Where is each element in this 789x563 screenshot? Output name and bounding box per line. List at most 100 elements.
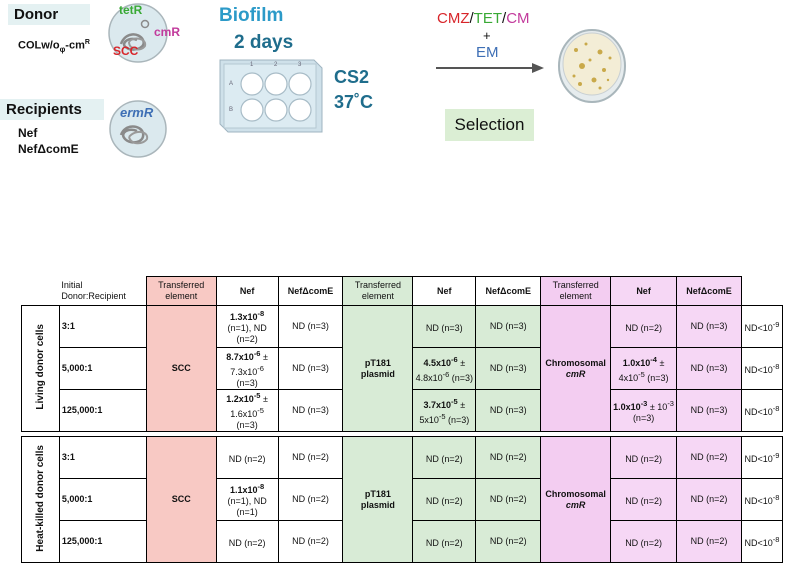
scc-gene-label: SCC xyxy=(113,44,139,58)
value-cell: 1.0x10-3 ± 10-3 (n=3) xyxy=(610,389,677,432)
ermr-gene-label: ermR xyxy=(120,105,154,120)
value-cell: ND (n=2) xyxy=(215,436,279,479)
cmz-label: CMZ xyxy=(437,10,470,27)
value-cell: ND (n=2) xyxy=(277,436,344,479)
ratio-cell: 3:1 xyxy=(58,305,147,348)
value-cell: ND (n=2) xyxy=(610,305,677,348)
header-element-1: Transferred element xyxy=(145,276,217,306)
ratio-cell: 5,000:1 xyxy=(58,347,147,390)
value-cell: ND (n=3) xyxy=(277,305,344,348)
plate-col-3: 3 xyxy=(298,62,302,68)
value-cell: 1.2x10-5 ± 1.6x10-5 (n=3) xyxy=(215,389,279,432)
header-row: Initial Donor:Recipient Transferred elem… xyxy=(22,276,783,306)
value-cell: ND (n=2) xyxy=(676,478,742,521)
value-cell: 8.7x10-6 ± 7.3x10-6 (n=3) xyxy=(215,347,279,390)
plate-col-1: 1 xyxy=(250,62,254,68)
donor-cell-icon xyxy=(108,3,168,63)
element-scc: SCC xyxy=(145,305,217,432)
value-cell: ND (n=2) xyxy=(412,520,477,563)
petri-dish-icon xyxy=(558,29,626,103)
value-cell: ND (n=2) xyxy=(610,478,677,521)
value-cell: 3.7x10-5 ± 5x10-5 (n=3) xyxy=(412,389,477,432)
tet-label: TET xyxy=(473,10,503,27)
value-cell: ND (n=2) xyxy=(475,478,542,521)
ratio-cell: 125,000:1 xyxy=(58,520,147,563)
detection-limit-cell: ND<10-8 xyxy=(740,389,784,432)
value-cell: ND (n=2) xyxy=(475,436,542,479)
plus-sign: + xyxy=(483,28,491,43)
value-cell: ND (n=3) xyxy=(475,347,542,390)
recipient-strain-nef: Nef xyxy=(18,126,38,140)
value-cell: ND (n=3) xyxy=(676,347,742,390)
value-cell: 4.5x10-6 ± 4.8x10-6 (n=3) xyxy=(412,347,477,390)
header-element-3: Transferred element xyxy=(540,276,612,306)
donor-label: Donor xyxy=(8,4,90,25)
value-cell: ND (n=2) xyxy=(215,520,279,563)
value-cell: ND (n=3) xyxy=(475,389,542,432)
value-cell: ND (n=2) xyxy=(412,478,477,521)
cmr-gene-label: cmR xyxy=(154,25,181,39)
detection-limit-cell: ND<10-9 xyxy=(740,305,784,348)
header-nefcome-2: NefΔcomE xyxy=(475,276,542,306)
value-cell: ND (n=3) xyxy=(676,389,742,432)
header-initial-ratio: Initial Donor:Recipient xyxy=(59,276,147,306)
header-nef-3: Nef xyxy=(610,276,677,306)
header-element-2: Transferred element xyxy=(342,276,414,306)
biofilm-duration: 2 days xyxy=(234,32,294,53)
detection-limit-cell: ND<10-8 xyxy=(740,347,784,390)
value-cell: ND (n=2) xyxy=(676,436,742,479)
value-cell: ND (n=2) xyxy=(475,520,542,563)
value-cell: ND (n=3) xyxy=(475,305,542,348)
value-cell: 1.1x10-8 (n=1), ND (n=1) xyxy=(215,478,279,521)
well-plate-icon xyxy=(219,59,323,133)
header-nef-2: Nef xyxy=(412,276,477,306)
section-title: Living donor cells xyxy=(34,324,46,410)
biofilm-title: Biofilm xyxy=(219,5,284,26)
value-cell: ND (n=3) xyxy=(412,305,477,348)
value-cell: ND (n=2) xyxy=(277,520,344,563)
donor-strain: COLw/oφ-cmR xyxy=(18,39,90,54)
detection-limit-cell: ND<10-8 xyxy=(740,478,784,521)
antibiotic-line: CMZ/TET/CM xyxy=(437,10,530,27)
detection-limit-cell: ND<10-9 xyxy=(740,436,784,479)
medium-label: CS2 xyxy=(334,67,370,87)
value-cell: 1.0x10-4 ± 4x10-5 (n=3) xyxy=(610,347,677,390)
plate-col-2: 2 xyxy=(274,62,278,68)
section-title-cell: Heat-killed donor cells xyxy=(21,436,60,563)
cm-label: CM xyxy=(506,10,530,27)
value-cell: ND (n=2) xyxy=(277,478,344,521)
tetr-gene-label: tetR xyxy=(119,3,143,17)
value-cell: ND (n=2) xyxy=(610,520,677,563)
value-cell: ND (n=3) xyxy=(676,305,742,348)
temperature-label: 37˚C xyxy=(334,92,374,112)
header-nef-1: Nef xyxy=(215,276,279,306)
value-cell: ND (n=3) xyxy=(277,389,344,432)
em-label: EM xyxy=(476,44,499,61)
header-nefcome-3: NefΔcomE xyxy=(676,276,742,306)
ratio-cell: 3:1 xyxy=(58,436,147,479)
plate-row-a: A xyxy=(229,81,234,87)
plate-row-b: B xyxy=(229,107,234,113)
section-title-cell: Living donor cells xyxy=(21,305,60,432)
value-cell: ND (n=2) xyxy=(412,436,477,479)
value-cell: ND (n=3) xyxy=(277,347,344,390)
arrow-icon xyxy=(436,63,544,73)
results-table: Initial Donor:Recipient Transferred elem… xyxy=(21,276,784,563)
value-cell: 1.3x10-8 (n=1), ND (n=2) xyxy=(215,305,279,348)
value-cell: ND (n=2) xyxy=(610,436,677,479)
detection-limit-cell: ND<10-8 xyxy=(740,520,784,563)
recipient-strain-nefcome: NefΔcomE xyxy=(18,142,79,156)
ratio-cell: 125,000:1 xyxy=(58,389,147,432)
recipient-cell-icon xyxy=(109,100,167,158)
